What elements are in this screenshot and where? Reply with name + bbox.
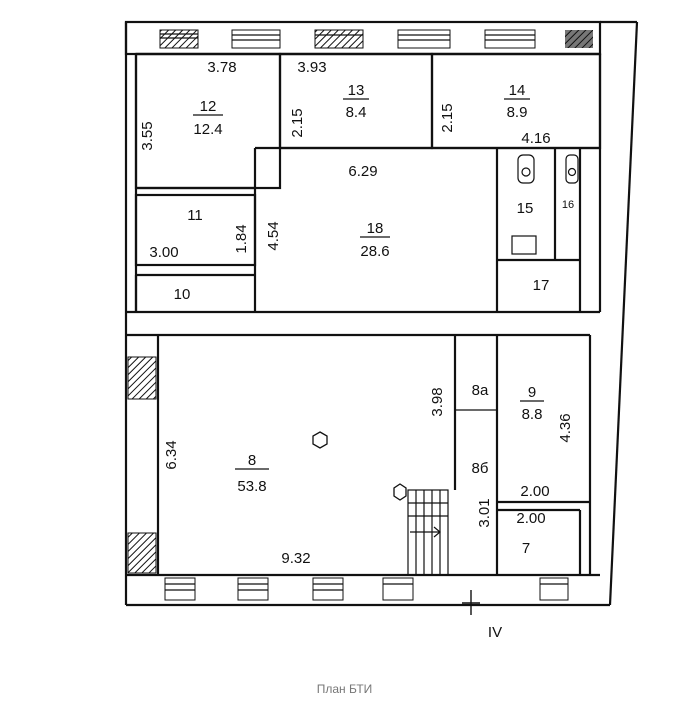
room-10-number: 10 bbox=[174, 286, 191, 303]
room-13-area: 8.4 bbox=[346, 104, 367, 121]
dim-label: 2.15 bbox=[439, 103, 456, 132]
column-marker bbox=[393, 483, 407, 501]
room-8b-number: 8б bbox=[472, 460, 489, 477]
dim-label: 3.01 bbox=[476, 498, 493, 527]
dim-label: 9.32 bbox=[281, 550, 310, 567]
dim-label: 2.00 bbox=[520, 483, 549, 500]
dim-label: 1.84 bbox=[233, 224, 250, 253]
dim-label: 3.78 bbox=[207, 59, 236, 76]
room-14-number: 14 bbox=[509, 82, 526, 99]
dimension-labels: 3.78 3.93 3.55 2.15 2.15 4.16 6.29 4.54 … bbox=[139, 59, 574, 567]
room-8-area: 53.8 bbox=[237, 478, 266, 495]
interior-walls bbox=[134, 52, 602, 575]
room-14-area: 8.9 bbox=[507, 104, 528, 121]
staircase bbox=[407, 489, 449, 576]
bottom-windows bbox=[164, 577, 569, 601]
dim-label: 3.93 bbox=[297, 59, 326, 76]
room-8a-number: 8а bbox=[472, 382, 489, 399]
toilet-fixtures bbox=[511, 154, 579, 255]
room-16-number: 16 bbox=[562, 199, 574, 211]
room-12-number: 12 bbox=[200, 98, 217, 115]
room-labels: 12 12.4 13 8.4 14 8.9 11 10 18 28.6 15 1… bbox=[174, 82, 574, 557]
dim-label: 3.55 bbox=[139, 121, 156, 150]
room-13-number: 13 bbox=[348, 82, 365, 99]
hatched-walls bbox=[127, 30, 593, 574]
section-marker: IV bbox=[462, 590, 502, 641]
room-9-number: 9 bbox=[528, 384, 536, 401]
dim-label: 4.36 bbox=[557, 413, 574, 442]
dim-label: 3.00 bbox=[149, 244, 178, 261]
dim-label: 6.34 bbox=[163, 440, 180, 469]
dim-label: 3.98 bbox=[429, 387, 446, 416]
room-18-number: 18 bbox=[367, 220, 384, 237]
room-9-area: 8.8 bbox=[522, 406, 543, 423]
room-15-number: 15 bbox=[517, 200, 534, 217]
room-17-number: 17 bbox=[533, 277, 550, 294]
dim-label: 2.15 bbox=[289, 108, 306, 137]
section-mark-label: IV bbox=[488, 624, 502, 641]
room-7-number: 7 bbox=[522, 540, 530, 557]
room-12-area: 12.4 bbox=[193, 121, 222, 138]
dim-label: 4.54 bbox=[265, 221, 282, 250]
room-18-area: 28.6 bbox=[360, 243, 389, 260]
room-8-number: 8 bbox=[248, 452, 256, 469]
room-11-number: 11 bbox=[187, 207, 203, 224]
caption: План БТИ bbox=[316, 682, 373, 696]
dim-label: 6.29 bbox=[348, 163, 377, 180]
outer-walls bbox=[124, 20, 639, 607]
dim-label: 2.00 bbox=[516, 510, 545, 527]
dim-label: 4.16 bbox=[521, 130, 550, 147]
column-marker bbox=[312, 431, 328, 449]
top-windows bbox=[159, 29, 593, 49]
